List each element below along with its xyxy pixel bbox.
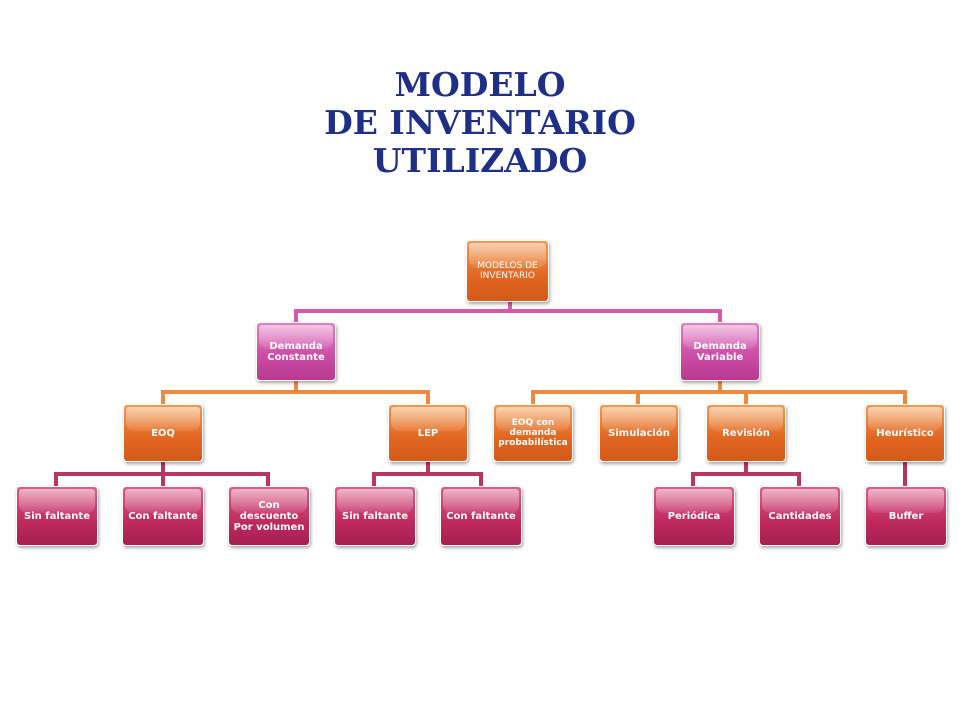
node-label: Con faltante bbox=[128, 510, 198, 522]
connector-root-constante bbox=[294, 300, 512, 324]
connector-root-variable bbox=[508, 309, 722, 324]
node-label: Heurístico bbox=[876, 427, 934, 439]
node-label: Sin faltante bbox=[24, 510, 90, 522]
node-eoq: EOQ bbox=[123, 404, 203, 462]
node-label: Buffer bbox=[888, 510, 924, 522]
node-label: Con faltante bbox=[446, 510, 516, 522]
node-simulacion: Simulación bbox=[599, 404, 679, 462]
node-label: Variable bbox=[696, 351, 744, 363]
node-cantidades: Cantidades bbox=[759, 486, 841, 546]
title-line-3: UTILIZADO bbox=[372, 141, 588, 180]
node-revision: Revisión bbox=[706, 404, 786, 462]
node-eoq-sin-faltante: Sin faltante bbox=[16, 486, 98, 546]
node-label: probabilística bbox=[498, 438, 568, 448]
node-label: Cantidades bbox=[768, 510, 832, 522]
title-line-1: MODELO bbox=[394, 65, 566, 104]
connector-constante-lep bbox=[294, 390, 430, 406]
node-label: Con descuento bbox=[239, 499, 299, 522]
connector-variable-revision bbox=[718, 390, 748, 406]
connector-revision-cantidades bbox=[744, 472, 801, 488]
connector-eoq-sin bbox=[54, 460, 165, 488]
node-heuristico: Heurístico bbox=[865, 404, 945, 462]
node-lep-sin-faltante: Sin faltante bbox=[334, 486, 416, 546]
page-title: MODELO DE INVENTARIO UTILIZADO bbox=[0, 66, 960, 180]
connector-constante-eoq bbox=[161, 379, 298, 406]
node-label: Demanda bbox=[269, 340, 323, 352]
node-lep: LEP bbox=[388, 404, 468, 462]
node-label: Por volumen bbox=[233, 521, 305, 533]
connector-lep-sin bbox=[372, 460, 430, 488]
node-label: Simulación bbox=[608, 427, 670, 439]
node-buffer: Buffer bbox=[865, 486, 947, 546]
title-line-2: DE INVENTARIO bbox=[324, 103, 636, 142]
node-label: Sin faltante bbox=[342, 510, 408, 522]
connector-variable-eoq-prob bbox=[531, 379, 722, 406]
connector-revision-periodica bbox=[691, 460, 748, 488]
node-label: MODELOS DE bbox=[477, 261, 538, 271]
node-label: EOQ con bbox=[511, 418, 555, 428]
node-label: Revisión bbox=[722, 427, 770, 439]
node-label: EOQ bbox=[151, 427, 175, 439]
node-label: demanda bbox=[509, 428, 557, 438]
node-demanda-variable: Demanda Variable bbox=[680, 322, 760, 381]
connector-variable-heuristico bbox=[744, 390, 907, 406]
node-label: Periódica bbox=[667, 510, 721, 522]
node-lep-con-faltante: Con faltante bbox=[440, 486, 522, 546]
node-periodica: Periódica bbox=[653, 486, 735, 546]
node-label: Constante bbox=[267, 351, 325, 363]
connector-lep-con bbox=[426, 472, 483, 488]
node-label: LEP bbox=[417, 427, 439, 439]
node-label: Demanda bbox=[693, 340, 747, 352]
node-eoq-demanda-probabilistica: EOQ con demanda probabilística bbox=[493, 404, 573, 462]
node-con-descuento-por-volumen: Con descuento Por volumen bbox=[228, 486, 310, 546]
node-label: INVENTARIO bbox=[480, 271, 535, 281]
node-demanda-constante: Demanda Constante bbox=[256, 322, 336, 381]
node-modelos-de-inventario: MODELOS DE INVENTARIO bbox=[466, 240, 549, 302]
node-eoq-con-faltante: Con faltante bbox=[122, 486, 204, 546]
connector-eoq-descuento bbox=[161, 472, 270, 488]
